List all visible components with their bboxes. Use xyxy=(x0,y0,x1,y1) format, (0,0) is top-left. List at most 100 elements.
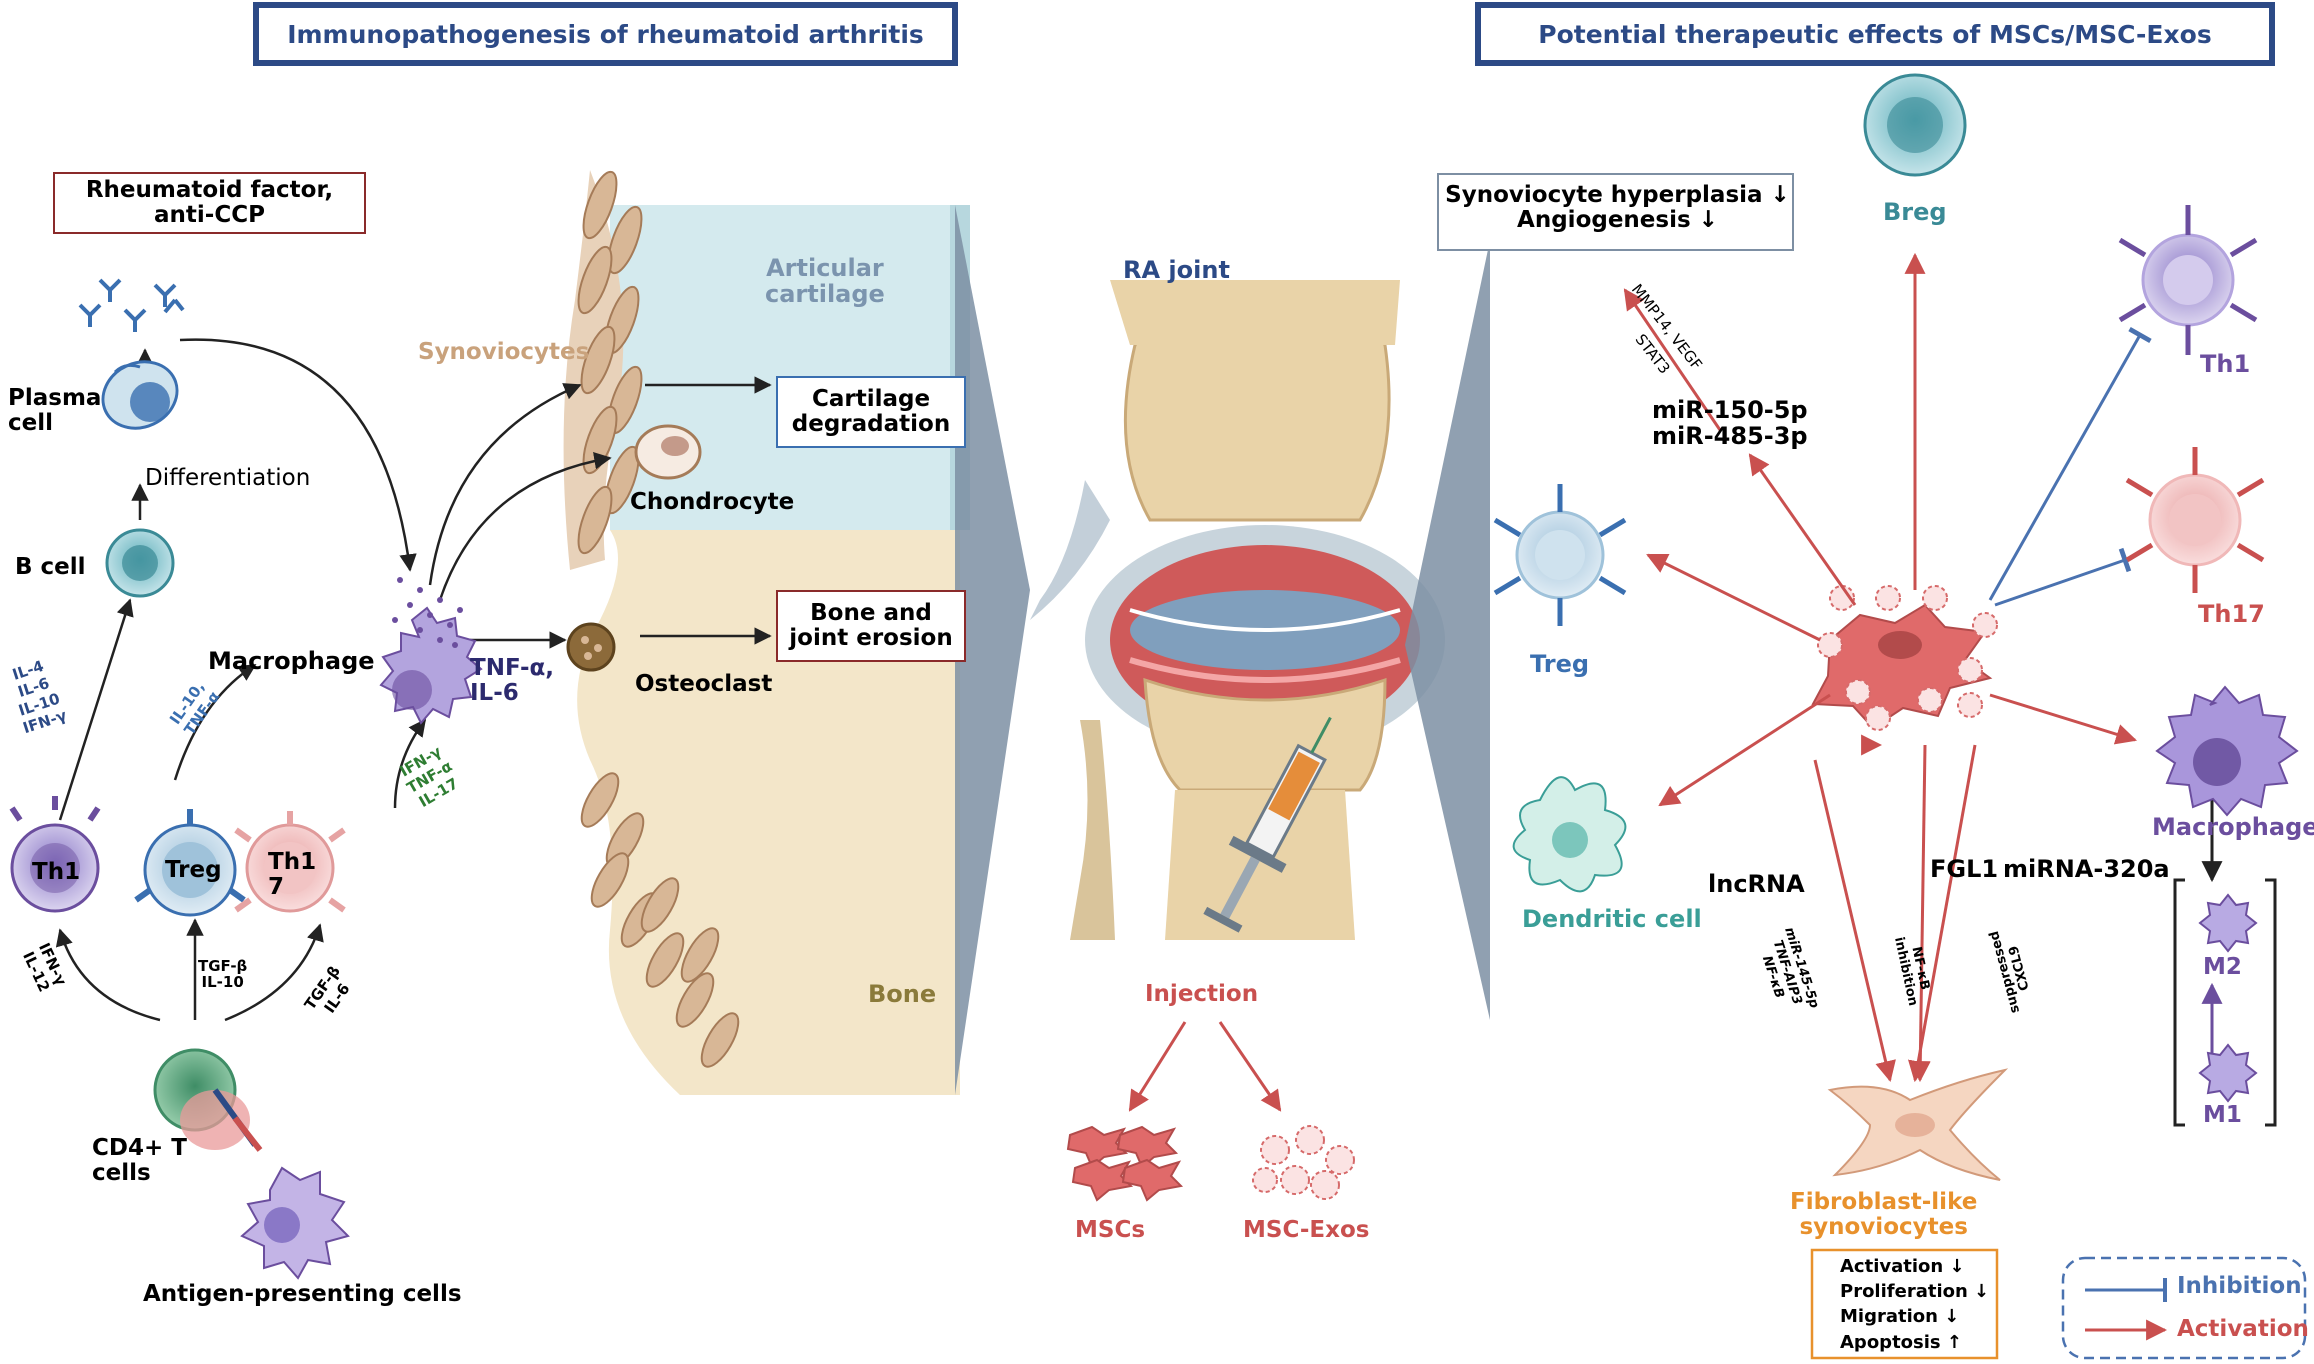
osteoclast-cell xyxy=(566,622,616,672)
plasma-line-2: cell xyxy=(8,409,54,436)
th1-cell-right xyxy=(2118,205,2258,355)
left-panel-title: Immunopathogenesis of rheumatoid arthrit… xyxy=(253,2,958,66)
cd4-label: CD4+ T cells xyxy=(92,1136,187,1186)
mirna-label: miR-150-5p miR-485-3p xyxy=(1652,396,1808,450)
rf-line-1: Rheumatoid factor, xyxy=(85,176,334,203)
bone-label: Bone xyxy=(868,980,937,1008)
treg-label-right: Treg xyxy=(1530,650,1590,678)
fls-effects-list: Activation ↓ Proliferation ↓ Migration ↓… xyxy=(1840,1254,1989,1355)
chondrocyte-label: Chondrocyte xyxy=(630,489,795,515)
osteoclast-label: Osteoclast xyxy=(635,671,773,697)
differentiation-label: Differentiation xyxy=(145,465,311,491)
knee-joint xyxy=(1030,280,1445,940)
fls-effects-box xyxy=(1810,1248,1999,1360)
arrow-treg-label: TGF-β IL-10 xyxy=(198,957,248,992)
plasma-line-1: Plasma xyxy=(8,385,102,411)
mirna-line-1: miR-150-5p xyxy=(1652,396,1808,424)
rf-line-2: anti-CCP xyxy=(154,202,265,228)
macrophage-label-left: Macrophage xyxy=(208,647,375,675)
th17-line-2: 7 xyxy=(268,873,285,900)
synoviocyte-hyperplasia-label: Synoviocyte hyperplasia ↓ Angiogenesis ↓ xyxy=(1445,183,1790,233)
synoviocyte-cells xyxy=(577,170,740,1068)
apc-label: Antigen-presenting cells xyxy=(143,1281,462,1307)
msc-cluster xyxy=(1066,1125,1184,1202)
legend xyxy=(2061,1256,2307,1360)
lncrna-label: lncRNA xyxy=(1708,870,1805,898)
treg-cell-right xyxy=(1493,484,1627,626)
synovio-box-border xyxy=(1437,173,1794,251)
fls-effect-apoptosis: Apoptosis ↑ xyxy=(1840,1331,1962,1353)
m1-label: M1 xyxy=(2203,1102,2242,1128)
tnf-line-2: IL-6 xyxy=(470,679,519,706)
th17-label-left: Th1 7 xyxy=(268,850,316,900)
exosome-cluster xyxy=(1252,1125,1355,1200)
legend-activation-label: Activation xyxy=(2177,1316,2309,1342)
cartilage-line-1: Articular xyxy=(766,254,884,282)
fls-label: Fibroblast-like synoviocytes xyxy=(1790,1190,1977,1240)
plasma-cell-label: Plasma cell xyxy=(8,386,101,436)
treg-cell-left xyxy=(134,809,246,917)
arrow-treg-1: TGF-β xyxy=(198,957,248,975)
th17-label-right: Th17 xyxy=(2198,600,2265,628)
treg-label-left: Treg xyxy=(165,857,222,883)
fls-effect-migration: Migration ↓ xyxy=(1840,1306,1960,1328)
msc-exosome-ring xyxy=(1817,585,1998,731)
synovio-line-2: Angiogenesis ↓ xyxy=(1517,206,1718,233)
cytokine-dots xyxy=(392,577,463,648)
msc-exos-label: MSC-Exos xyxy=(1243,1217,1370,1243)
red-activation-arrows xyxy=(1623,252,2138,1083)
apc-cell xyxy=(240,1166,350,1280)
fls-line-1: Fibroblast-like xyxy=(1790,1189,1978,1215)
fls-cell xyxy=(1827,1068,2009,1181)
breg-cell xyxy=(1863,73,1967,177)
macrophage-cell-left xyxy=(379,606,483,725)
th1-label-right: Th1 xyxy=(2200,350,2251,378)
cd4-t-cell xyxy=(153,1048,263,1152)
macrophage-label-right: Macrophage xyxy=(2152,813,2314,841)
cartilage-deg-2: degradation xyxy=(791,411,951,437)
fls-effect-activation: Activation ↓ xyxy=(1840,1256,1965,1277)
center-arrows xyxy=(1128,1021,1282,1112)
right-panel-title: Potential therapeutic effects of MSCs/MS… xyxy=(1475,2,2275,66)
mscs-label: MSCs xyxy=(1075,1217,1146,1243)
arrow-treg-2: IL-10 xyxy=(201,973,244,992)
th17-cell-right xyxy=(2125,447,2265,593)
blue-inhibition-arrows xyxy=(1988,327,2152,607)
cartilage-line-2: cartilage xyxy=(765,279,885,308)
m2-cell xyxy=(2198,893,2258,953)
breg-label: Breg xyxy=(1883,198,1947,226)
zoom-wedge-right xyxy=(1405,240,1490,1020)
synovio-line-1: Synoviocyte hyperplasia ↓ xyxy=(1445,182,1790,208)
ra-joint-label: RA joint xyxy=(1123,256,1230,284)
th1-cell-left xyxy=(9,796,101,913)
dendritic-cell xyxy=(1512,776,1627,893)
legend-inhibition-label: Inhibition xyxy=(2177,1273,2302,1299)
mirna320-label: miRNA-320a xyxy=(2003,855,2170,883)
macrophage-cell-right xyxy=(2155,685,2299,817)
fgl1-label: FGL1 xyxy=(1930,855,1999,883)
tnf-line-1: TNF-α, xyxy=(470,655,555,681)
chondrocyte-cell xyxy=(634,424,702,480)
m1-cell xyxy=(2198,1043,2258,1103)
fls-line-2: synoviocytes xyxy=(1799,1213,1968,1240)
th17-line-1: Th1 xyxy=(268,849,317,875)
tnf-label: TNF-α, IL-6 xyxy=(470,656,554,706)
mirna-line-2: miR-485-3p xyxy=(1652,421,1808,450)
synoviocytes-label: Synoviocytes xyxy=(418,339,590,365)
dendritic-cell-label: Dendritic cell xyxy=(1522,905,1702,933)
rheumatoid-factor-box: Rheumatoid factor, anti-CCP xyxy=(53,172,366,234)
cd4-line-1: CD4+ T xyxy=(92,1135,187,1161)
left-arrows xyxy=(55,338,772,1022)
b-cell-label: B cell xyxy=(15,554,86,580)
b-cell xyxy=(105,528,175,598)
articular-cartilage-label: Articular cartilage xyxy=(765,254,885,308)
th17-cell-left xyxy=(234,811,346,913)
bone-erosion-1: Bone and xyxy=(810,599,932,626)
antibody-icons xyxy=(78,278,185,332)
injection-label: Injection xyxy=(1145,981,1259,1007)
cd4-line-2: cells xyxy=(92,1159,151,1186)
plasma-cell xyxy=(101,360,179,430)
fls-effect-proliferation: Proliferation ↓ xyxy=(1840,1281,1990,1303)
